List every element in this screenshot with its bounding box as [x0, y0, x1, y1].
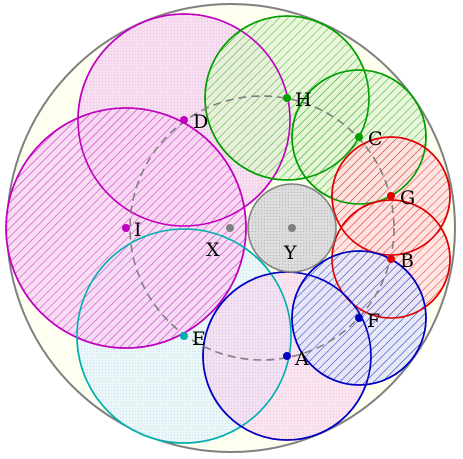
point-B [387, 255, 395, 263]
point-G [387, 192, 395, 200]
label-X: X [206, 239, 220, 261]
center-path [129, 95, 395, 361]
label-I: I [134, 219, 142, 241]
point-F [355, 314, 363, 322]
label-F: F [367, 310, 380, 332]
point-C [355, 133, 363, 141]
labels: H D C G I X Y B F E A [134, 89, 415, 370]
point-X [226, 224, 234, 232]
point-H [283, 94, 291, 102]
label-G: G [400, 187, 415, 209]
label-A: A [294, 348, 309, 370]
label-C: C [368, 128, 383, 150]
points [122, 94, 395, 360]
label-H: H [295, 89, 312, 111]
label-Y: Y [283, 242, 297, 264]
point-I [122, 224, 130, 232]
label-B: B [400, 250, 414, 272]
label-E: E [192, 328, 206, 350]
point-E [180, 332, 188, 340]
point-D [180, 116, 188, 124]
point-Y [288, 224, 296, 232]
point-A [283, 352, 291, 360]
label-D: D [193, 111, 208, 133]
